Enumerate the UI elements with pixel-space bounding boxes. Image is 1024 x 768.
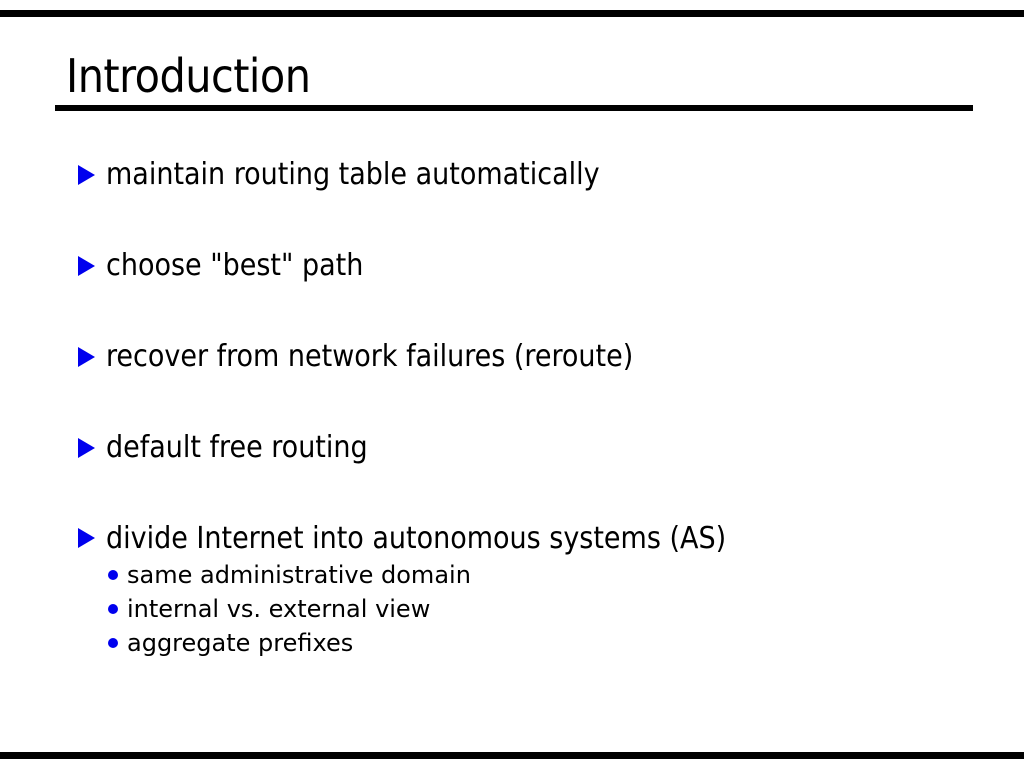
sub-bullet-text: internal vs. external view	[127, 595, 431, 623]
triangle-bullet-icon	[78, 437, 95, 458]
bullet-text: maintain routing table automatically	[106, 157, 600, 192]
triangle-bullet-icon	[78, 528, 95, 548]
dot-bullet-icon	[108, 570, 118, 580]
sub-list-item: internal vs. external view	[108, 592, 994, 626]
list-item: divide Internet into autonomous systems …	[78, 520, 994, 660]
title-underline	[55, 105, 973, 111]
list-item: default free routing	[78, 429, 994, 466]
list-item: recover from network failures (reroute)	[78, 338, 994, 375]
sub-bullet-list: same administrative domain internal vs. …	[108, 558, 994, 660]
sub-bullet-text: same administrative domain	[127, 561, 471, 589]
list-item: maintain routing table automatically	[78, 156, 994, 193]
sub-bullet-text: aggregate prefixes	[127, 629, 354, 657]
bullet-list: maintain routing table automatically cho…	[78, 156, 994, 660]
slide-title: Introduction	[66, 49, 311, 103]
triangle-bullet-icon	[78, 346, 95, 367]
bullet-text: recover from network failures (reroute)	[106, 339, 634, 374]
sub-list-item: aggregate prefixes	[108, 626, 994, 660]
bullet-text: divide Internet into autonomous systems …	[106, 521, 727, 556]
dot-bullet-icon	[108, 604, 118, 614]
triangle-bullet-icon	[78, 164, 95, 185]
dot-bullet-icon	[108, 638, 118, 648]
list-item: choose "best" path	[78, 247, 994, 284]
sub-list-item: same administrative domain	[108, 558, 994, 592]
bullet-text: choose "best" path	[106, 248, 364, 283]
top-rule	[0, 10, 1024, 17]
bottom-rule	[0, 752, 1024, 759]
bullet-text: default free routing	[106, 430, 368, 465]
triangle-bullet-icon	[78, 255, 95, 276]
